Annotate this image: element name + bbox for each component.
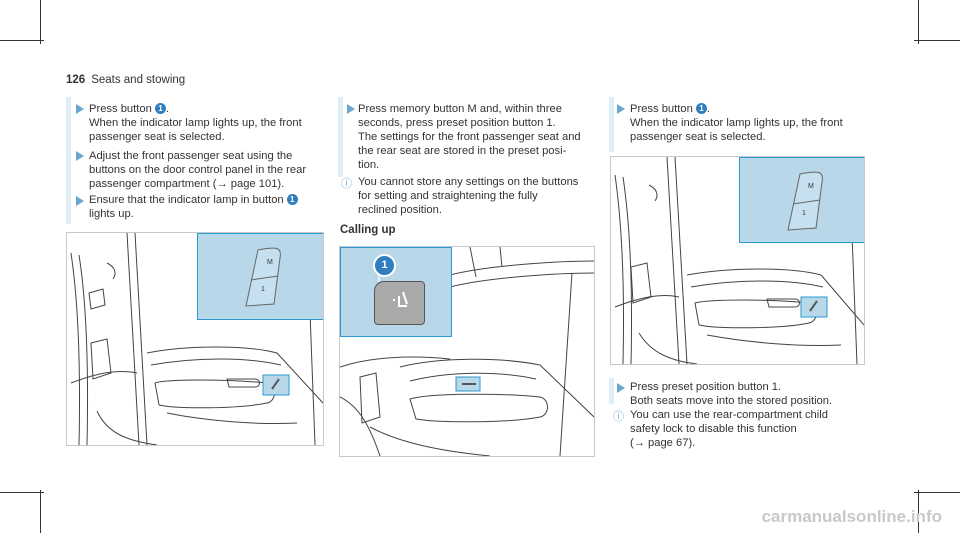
crop-mark [40,490,41,533]
step-bar [66,97,71,224]
crop-mark [0,492,44,493]
door-panel-figure: M 1 [66,232,324,446]
callout-1-icon: 1 [286,194,298,205]
callout-label: 1 [381,259,388,271]
crop-mark [918,490,919,533]
step-arrow-icon [617,383,625,393]
preset-1-label: 1 [261,286,265,293]
note-text: You cannot store any settings on the but… [358,176,579,216]
page-number: 126 [66,74,86,86]
section-title: Seats and stowing [91,74,186,86]
crop-mark [914,40,960,41]
callout-1-icon: 1 [373,254,396,277]
door-panel-figure: M 1 [610,156,865,365]
step-text: Press preset position button 1. Both sea… [630,381,833,407]
step-arrow-icon [76,104,84,114]
seat-button-figure: 1 [339,246,595,457]
step-bar [609,378,614,404]
seat-memory-button-inset: M 1 [197,233,323,320]
step-bar [609,97,614,152]
note-text: You can use the rear-compartment child s… [630,409,828,449]
step-arrow-icon [347,104,355,114]
step-arrow-icon [76,196,84,206]
calling-up-heading: Calling up [340,224,396,236]
door-panel-drawing [70,233,323,445]
step-text: Ensure that the indicator lamp in button… [89,193,329,221]
watermark: carmanualsonline.info [761,507,942,526]
crop-mark [40,0,41,44]
seat-icon [378,268,408,307]
step-text: Press memory button M and, within three … [358,103,581,171]
memory-label: M [808,183,814,190]
crop-mark [914,492,960,493]
seat-memory-button-inset: M 1 [739,157,864,243]
memory-button-icon [245,247,281,307]
step-text: Adjust the front passenger seat using th… [89,150,307,190]
memory-button-icon [787,171,823,231]
callout-1-icon: 1 [154,103,166,114]
info-icon: ⓘ [613,411,624,423]
info-icon: ⓘ [341,178,352,190]
seat-button-inset: 1 [340,247,452,337]
step-arrow-icon [76,151,84,161]
crop-mark [0,40,44,41]
door-panel-drawing [614,157,864,364]
door-panel-drawing [340,247,594,456]
preset-1-label: 1 [802,210,806,217]
step-text: Press button 1. When the indicator lamp … [630,103,843,143]
memory-label: M [267,259,273,266]
step-bar [338,97,343,177]
callout-1-icon: 1 [695,103,707,114]
crop-mark [918,0,919,44]
step-arrow-icon [617,104,625,114]
page-header: 126 Seats and stowing [66,74,185,86]
step-text: Press button 1. When the indicator lamp … [89,103,302,143]
